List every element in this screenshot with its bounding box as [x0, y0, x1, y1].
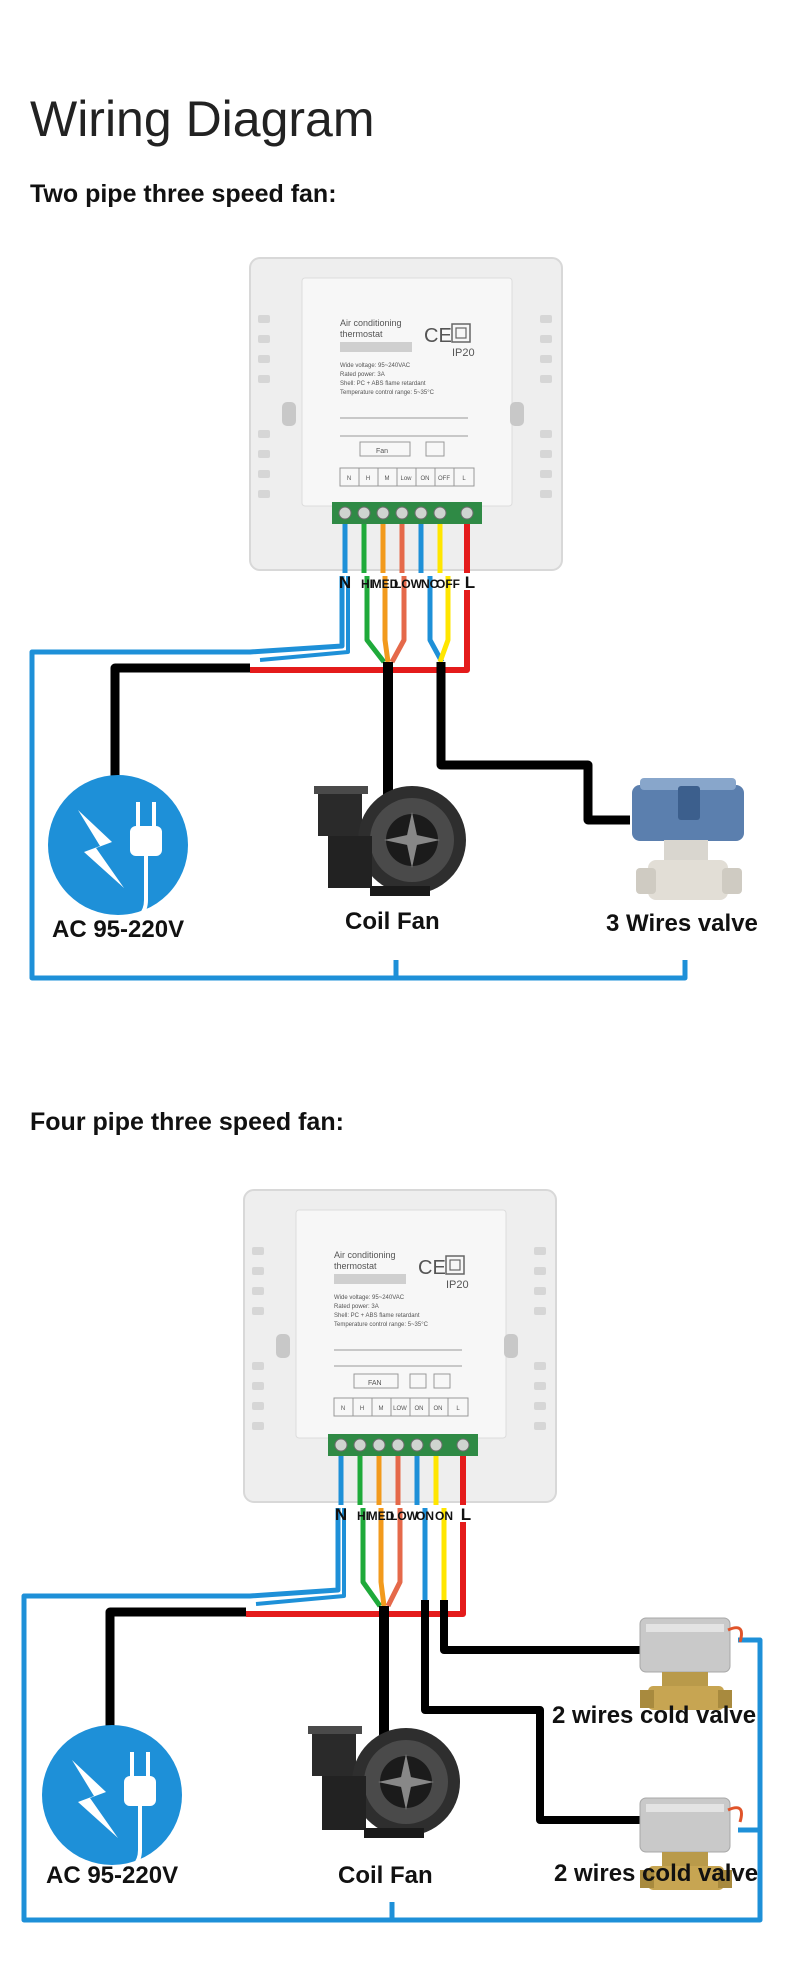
thermostat-spec2: Rated power: 3A	[340, 372, 385, 378]
panel2-terminal-3: M	[379, 1406, 384, 1412]
fan-high-wire-green-s2	[357, 1456, 383, 1608]
thermostat-spec3: Shell: PC + ABS flame retardant	[340, 381, 426, 387]
terminal-label-no: NO	[421, 577, 439, 591]
panel2-terminal-5: ON	[415, 1406, 424, 1412]
thermostat2-name-line2: thermostat	[334, 1261, 377, 1271]
cold-valve-2-label: 2 wires cold valve	[554, 1860, 759, 1887]
ce-mark-icon: CE	[424, 323, 471, 347]
fan-med-wire-orange	[380, 524, 391, 663]
panel2-terminal-1: N	[341, 1406, 345, 1412]
panel2-terminal-7: L	[456, 1406, 460, 1412]
thermostat-unit-2: Air conditioning thermostat CE IP20 Wide…	[243, 1189, 557, 1503]
valve2-wire-black	[440, 1600, 640, 1654]
neutral-wire-blue-2	[259, 576, 350, 662]
fan-med-wire-orange-s2	[376, 1456, 387, 1607]
four-pipe-wiring-diagram: Air conditioning thermostat CE IP20 Wide…	[21, 1189, 763, 1923]
s2-terminal-label-on2: ON	[435, 1509, 453, 1523]
coil-fan-label-2: Coil Fan	[338, 1862, 433, 1889]
power-wire-black-s2	[105, 1607, 246, 1750]
three-wire-valve-icon	[632, 778, 744, 900]
panel2-terminal-2: H	[360, 1406, 364, 1412]
barcode-icon-2	[334, 1274, 406, 1284]
section1-heading: Two pipe three speed fan:	[30, 180, 337, 208]
cold-valve-1-label: 2 wires cold valve	[552, 1702, 757, 1729]
coil-fan-icon-2	[308, 1726, 460, 1838]
s2-terminal-label-med: MED	[368, 1509, 395, 1523]
power-wire-black	[110, 663, 250, 818]
cold-valve-1-icon	[639, 1617, 743, 1710]
neutral-wire-blue-s2-2	[255, 1508, 346, 1606]
thermostat-spec1: Wide voltage: 95~240VAC	[340, 363, 411, 369]
section2-heading: Four pipe three speed fan:	[30, 1108, 344, 1136]
terminal-label-low: LOW	[394, 577, 423, 591]
panel-terminal-6: OFF	[438, 476, 450, 482]
fan-high-wire-green	[361, 524, 386, 664]
power-label: AC 95-220V	[52, 916, 185, 943]
terminal-label-med: MED	[372, 577, 399, 591]
panel-terminal-5: ON	[421, 476, 430, 482]
cold-valve-2-icon	[639, 1797, 743, 1890]
thermostat2-spec3: Shell: PC + ABS flame retardant	[334, 1313, 420, 1319]
power-label-2: AC 95-220V	[46, 1862, 179, 1889]
terminal-label-l: L	[465, 573, 475, 592]
s2-terminal-label-on1: ON	[416, 1509, 434, 1523]
fan-low-wire-coral	[389, 524, 407, 664]
ce-mark-icon-2: CE	[418, 1255, 465, 1279]
valve-off-wire-yellow	[437, 524, 451, 663]
valve1-on-wire-blue	[414, 1456, 428, 1600]
neutral-wire-blue-s2	[21, 1456, 763, 1923]
valve-on-wire-blue	[418, 524, 445, 664]
valve-wire-black	[436, 662, 630, 825]
panel-terminal-7: L	[462, 476, 466, 482]
thermostat-name-line2: thermostat	[340, 329, 383, 339]
power-plug-icon	[48, 775, 188, 918]
panel2-terminal-6: ON	[434, 1406, 443, 1412]
thermostat-spec4: Temperature control range: 5~35°C	[340, 390, 435, 396]
terminal-label-hi: HI	[361, 577, 373, 591]
valve1-wire-black	[421, 1600, 640, 1824]
s2-terminal-label-hi: HI	[357, 1509, 369, 1523]
barcode-icon	[340, 342, 412, 352]
thermostat2-spec1: Wide voltage: 95~240VAC	[334, 1295, 405, 1301]
thermostat2-rating: IP20	[446, 1279, 469, 1291]
svg-text:CE: CE	[424, 325, 452, 347]
s2-terminal-label-n: N	[335, 1505, 347, 1524]
power-plug-icon-2	[42, 1725, 182, 1868]
valve2-on-wire-yellow	[433, 1456, 447, 1600]
thermostat-name-line1: Air conditioning	[340, 318, 402, 328]
thermostat-rating: IP20	[452, 347, 475, 359]
schematic-fan-label: Fan	[376, 448, 388, 455]
svg-text:CE: CE	[418, 1257, 446, 1279]
panel-terminal-3: M	[385, 476, 390, 482]
s2-terminal-label-l: L	[461, 1505, 471, 1524]
panel-terminal-4: Low	[400, 476, 412, 482]
schematic-fan-label-2: FAN	[368, 1380, 382, 1387]
neutral-wire-blue	[29, 524, 688, 981]
thermostat2-name-line1: Air conditioning	[334, 1250, 396, 1260]
coil-fan-label: Coil Fan	[345, 908, 440, 935]
live-wire-red	[250, 524, 470, 673]
panel-terminal-2: H	[366, 476, 370, 482]
live-wire-red-s2	[246, 1456, 466, 1617]
thermostat2-spec2: Rated power: 3A	[334, 1304, 379, 1310]
thermostat2-spec4: Temperature control range: 5~35°C	[334, 1322, 429, 1328]
fan-low-wire-coral-s2	[385, 1456, 403, 1608]
s2-terminal-label-low: LOW	[390, 1509, 419, 1523]
panel-terminal-1: N	[347, 476, 351, 482]
terminal-label-n: N	[339, 573, 351, 592]
coil-fan-icon	[314, 786, 466, 896]
valve-label: 3 Wires valve	[606, 910, 758, 937]
terminal-label-off: OFF	[436, 577, 460, 591]
panel2-terminal-4: LOW	[393, 1406, 407, 1412]
thermostat-unit: Air conditioning thermostat CE IP20 Wide…	[249, 257, 563, 571]
page-title: Wiring Diagram	[30, 91, 375, 147]
two-pipe-wiring-diagram: Air conditioning thermostat CE IP20 Wide…	[29, 257, 744, 981]
